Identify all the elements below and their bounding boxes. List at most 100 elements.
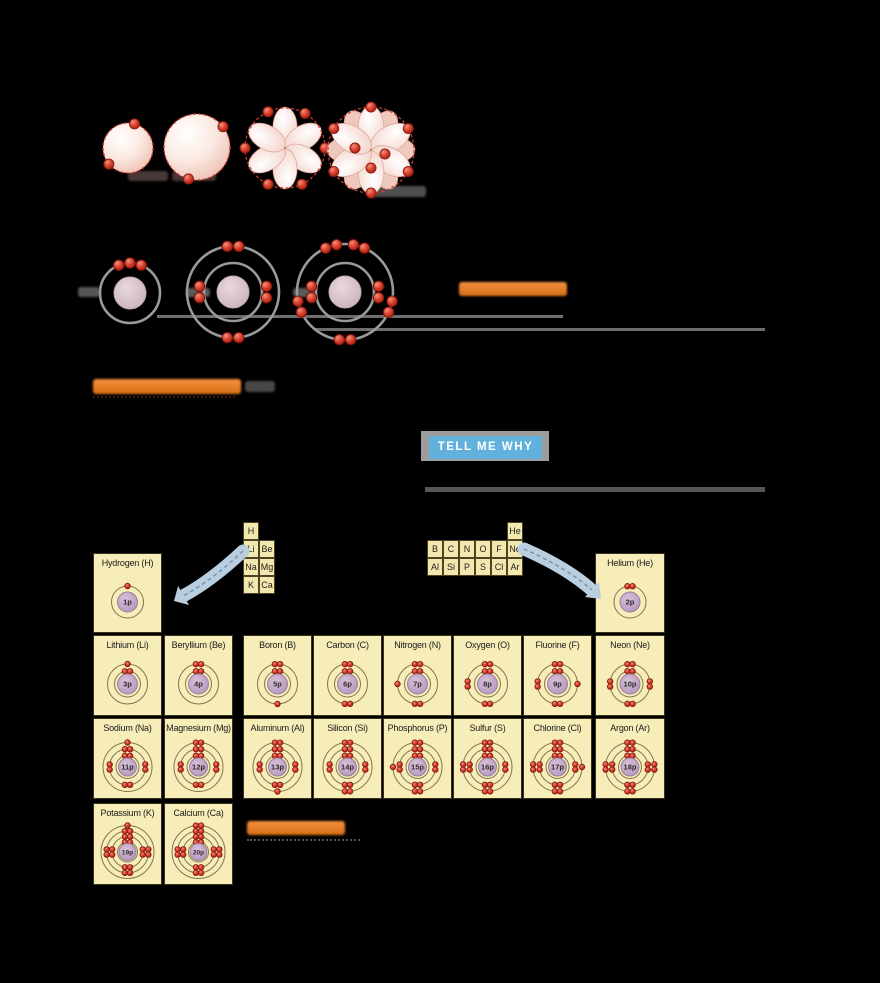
orbital-figures [102, 101, 416, 199]
gray-heading-blob [245, 381, 275, 392]
mini-cell-H: H [243, 522, 259, 540]
mini-cell-symbol: He [509, 526, 521, 536]
element-name-label: Oxygen (O) [465, 640, 510, 650]
mini-cell-B: B [427, 540, 443, 558]
element-name-label: Phosphorus (P) [387, 723, 448, 733]
element-name-label: Sodium (Na) [103, 723, 152, 733]
orbital-label-blob-3 [370, 186, 426, 197]
element-name-label: Hydrogen (H) [101, 558, 154, 568]
mini-cell-P: P [459, 558, 475, 576]
element-name-label: Potassium (K) [100, 808, 155, 818]
orbital-label-blob-1 [128, 171, 168, 181]
element-cell-S: Sulfur (S) [453, 718, 522, 799]
d-orbital-flower [326, 101, 416, 199]
mini-cell-symbol: F [496, 544, 502, 554]
mini-cell-Ca: Ca [259, 576, 275, 594]
mini-cell-K: K [243, 576, 259, 594]
mini-cell-Cl: Cl [491, 558, 507, 576]
element-name-label: Argon (Ar) [610, 723, 650, 733]
shell-label-blob-1 [78, 287, 100, 297]
mini-cell-symbol: Mg [260, 562, 274, 572]
element-name-label: Boron (B) [259, 640, 296, 650]
element-cell-Cl: Chlorine (Cl) [523, 718, 592, 799]
element-cell-Na: Sodium (Na) [93, 718, 162, 799]
mini-cell-symbol: H [247, 526, 255, 536]
element-cell-Ca: Calcium (Ca) [164, 803, 233, 885]
element-cell-Mg: Magnesium (Mg) [164, 718, 233, 799]
mini-cell-C: C [443, 540, 459, 558]
mini-cell-Al: Al [427, 558, 443, 576]
element-cell-B: Boron (B) [243, 635, 312, 716]
element-cell-C: Carbon (C) [313, 635, 382, 716]
mini-cell-Na: Na [243, 558, 259, 576]
mini-cell-symbol: Al [430, 562, 439, 572]
element-name-label: Beryllium (Be) [171, 640, 226, 650]
mini-cell-symbol: Ca [261, 580, 273, 590]
mini-cell-N: N [459, 540, 475, 558]
element-cell-F: Fluorine (F) [523, 635, 592, 716]
gray-rule-2 [315, 328, 765, 331]
element-cell-O: Oxygen (O) [453, 635, 522, 716]
element-cell-P: Phosphorus (P) [383, 718, 452, 799]
mini-cell-Ar: Ar [507, 558, 523, 576]
orange-heading-blob-2 [93, 379, 241, 394]
element-cell-He: Helium (He) [595, 553, 665, 633]
gray-rule-1 [157, 315, 563, 318]
mini-cell-symbol: B [431, 544, 438, 554]
element-name-label: Calcium (Ca) [173, 808, 224, 818]
mini-cell-Ne: Ne [507, 540, 523, 558]
mini-cell-symbol: Ne [509, 544, 521, 554]
orbital-label-blob-2 [172, 171, 216, 181]
element-cell-K: Potassium (K) [93, 803, 162, 885]
tell-me-why-heading: TELL ME WHY [429, 436, 542, 459]
element-name-label: Silicon (Si) [327, 723, 368, 733]
element-name-label: Neon (Ne) [610, 640, 650, 650]
mini-cell-symbol: N [463, 544, 471, 554]
mini-cell-symbol: Cl [494, 562, 504, 572]
mini-cell-F: F [491, 540, 507, 558]
s-orbital-small [102, 118, 154, 174]
element-name-label: Helium (He) [607, 558, 653, 568]
mini-cell-symbol: P [463, 562, 470, 572]
mini-cell-Be: Be [259, 540, 275, 558]
dotted-underline-1 [93, 396, 235, 398]
arrow-right-to-helium [517, 542, 601, 599]
mini-cell-symbol: Si [446, 562, 455, 572]
shell-diagram-a [98, 257, 162, 325]
element-cell-H: Hydrogen (H) [93, 553, 162, 633]
mini-cell-symbol: S [479, 562, 486, 572]
element-name-label: Chlorine (Cl) [533, 723, 582, 733]
mini-cell-Si: Si [443, 558, 459, 576]
mini-cell-symbol: Be [261, 544, 273, 554]
mini-cell-S: S [475, 558, 491, 576]
shell-label-blob-2 [186, 288, 210, 297]
mini-cell-symbol: Na [245, 562, 257, 572]
mini-cell-symbol: O [479, 544, 487, 554]
mini-cell-symbol: C [447, 544, 455, 554]
mini-cell-He: He [507, 522, 523, 540]
mini-cell-symbol: Ar [510, 562, 520, 572]
arrow-left-to-hydrogen [174, 544, 250, 605]
element-name-label: Fluorine (F) [535, 640, 580, 650]
element-name-label: Aluminum (Al) [250, 723, 305, 733]
orange-heading-blob-1 [459, 282, 567, 296]
element-cell-Si: Silicon (Si) [313, 718, 382, 799]
mini-cell-O: O [475, 540, 491, 558]
dotted-underline-2 [247, 839, 360, 841]
element-cell-Be: Beryllium (Be) [164, 635, 233, 716]
element-cell-Li: Lithium (Li) [93, 635, 162, 716]
element-cell-Ar: Argon (Ar) [595, 718, 665, 799]
element-name-label: Sulfur (S) [469, 723, 506, 733]
mini-cell-symbol: Li [247, 544, 255, 554]
element-cell-Ne: Neon (Ne) [595, 635, 665, 716]
element-name-label: Carbon (C) [326, 640, 369, 650]
shell-label-blob-3 [293, 288, 315, 297]
element-name-label: Magnesium (Mg) [166, 723, 231, 733]
element-cell-Al: Aluminum (Al) [243, 718, 312, 799]
element-name-label: Nitrogen (N) [394, 640, 441, 650]
element-name-label: Lithium (Li) [106, 640, 149, 650]
mini-cell-Mg: Mg [259, 558, 275, 576]
orange-caption-blob [247, 821, 345, 835]
element-cell-N: Nitrogen (N) [383, 635, 452, 716]
